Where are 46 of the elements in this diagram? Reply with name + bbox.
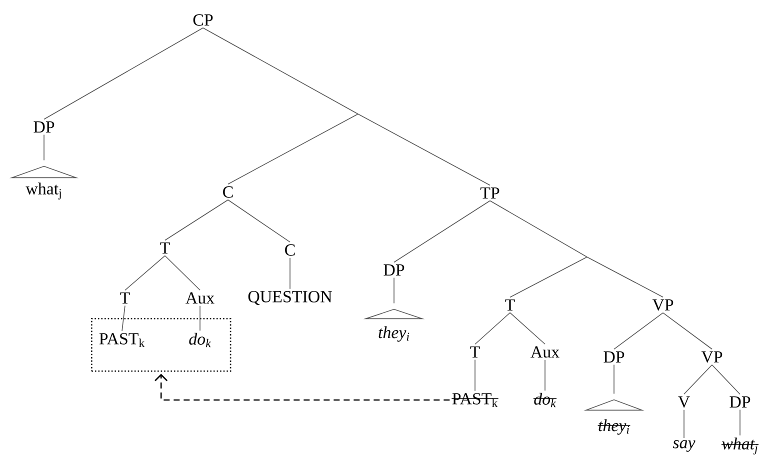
tree-label: what$_{j}$ <box>26 182 61 200</box>
tree-label: DP <box>604 351 624 363</box>
branch-line <box>510 312 546 345</box>
tree-label: QUESTION <box>248 291 332 305</box>
tree-label: C <box>223 186 233 198</box>
branch-line <box>44 27 204 120</box>
tree-label: they$_{i}$ <box>378 326 410 342</box>
branch-line <box>490 200 588 258</box>
branch-line <box>228 114 358 184</box>
tree-label: V <box>678 396 690 408</box>
tree-label: Aux <box>186 292 214 304</box>
tree-label: VP <box>652 299 674 311</box>
branch-line <box>164 199 228 241</box>
tree-label: T <box>160 242 170 254</box>
branch-line <box>474 359 476 392</box>
branch-line <box>712 364 740 395</box>
tree-label: T <box>505 299 515 311</box>
tree-label: DP <box>34 121 54 133</box>
branch-line <box>474 312 510 345</box>
branch-line <box>228 199 290 242</box>
tree-label: T <box>470 346 480 358</box>
branch-line <box>510 256 588 298</box>
branch-line <box>544 359 546 392</box>
tree-label: CP <box>193 14 213 26</box>
branch-line <box>202 27 358 114</box>
dotted-box <box>91 318 232 372</box>
tree-label: say <box>672 440 696 452</box>
branch-line <box>358 114 490 186</box>
branch-line <box>164 255 200 291</box>
movement-arrow <box>154 374 450 401</box>
branch-line <box>586 256 664 298</box>
branch-line <box>614 312 664 350</box>
branch-line <box>684 364 712 395</box>
tree-label: do$_{k}$ <box>189 332 212 348</box>
tree-label: T <box>120 292 130 304</box>
tree-label: PAST$_{k}$ <box>99 333 145 347</box>
tree-label: DP <box>730 396 750 408</box>
tree-label: TP <box>480 187 500 199</box>
tree-label: DP <box>384 264 404 276</box>
branch-line <box>122 305 126 332</box>
tree-label: Aux <box>530 346 560 358</box>
branch-line <box>394 200 490 263</box>
branch-line <box>662 312 712 350</box>
tree-label: VP <box>701 351 722 363</box>
branch-line <box>124 255 166 291</box>
tree-label: C <box>285 244 295 256</box>
